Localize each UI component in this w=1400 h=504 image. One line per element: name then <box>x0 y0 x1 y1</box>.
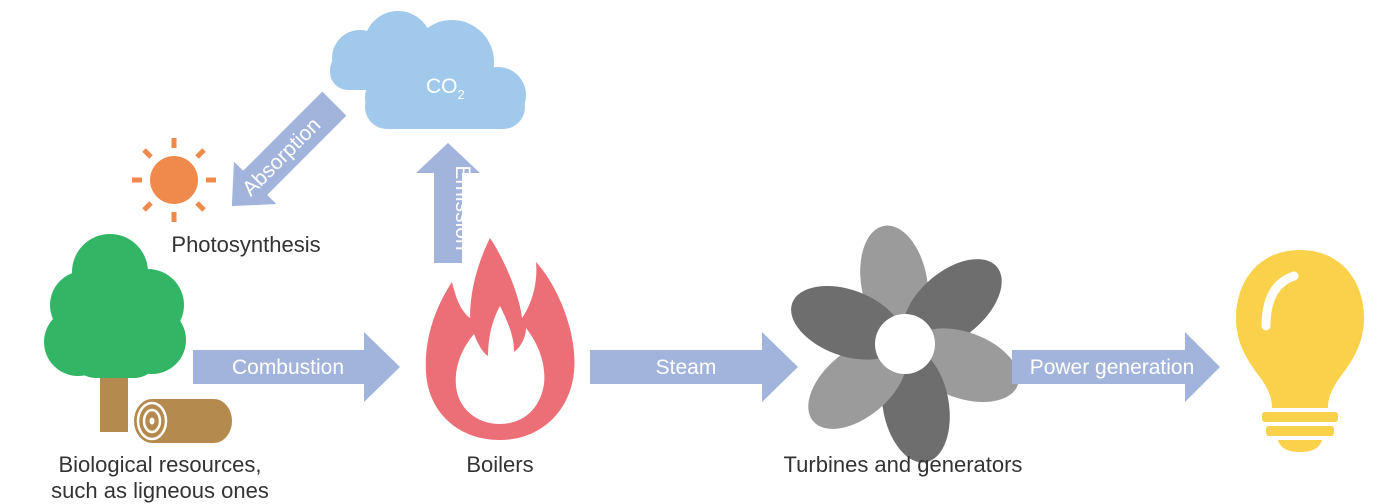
sun-icon <box>132 138 216 222</box>
flame-icon <box>425 238 575 440</box>
turbines-label: Turbines and generators <box>784 452 1023 477</box>
steam-arrow: Steam <box>590 332 798 402</box>
lightbulb-icon <box>1236 250 1364 452</box>
biological-resources-label-line1: Biological resources, <box>59 452 262 477</box>
photosynthesis-label: Photosynthesis <box>171 232 320 257</box>
emission-arrow: Emission <box>416 143 480 263</box>
power-generation-arrow: Power generation <box>1012 332 1220 402</box>
boilers-label: Boilers <box>466 452 533 477</box>
emission-label: Emission <box>451 165 474 250</box>
co2-label: CO2 <box>426 75 465 102</box>
combustion-arrow: Combustion <box>193 332 400 402</box>
combustion-label: Combustion <box>232 356 344 379</box>
log-icon <box>134 399 232 443</box>
biological-resources-label-line2: such as ligneous ones <box>51 478 269 503</box>
cloud-icon <box>330 11 526 129</box>
steam-label: Steam <box>656 356 717 379</box>
absorption-arrow: Absorption <box>231 91 347 207</box>
power-generation-label: Power generation <box>1030 356 1195 379</box>
absorption-label: Absorption <box>238 113 325 200</box>
turbine-icon <box>791 225 1019 463</box>
tree-icon <box>44 234 186 432</box>
